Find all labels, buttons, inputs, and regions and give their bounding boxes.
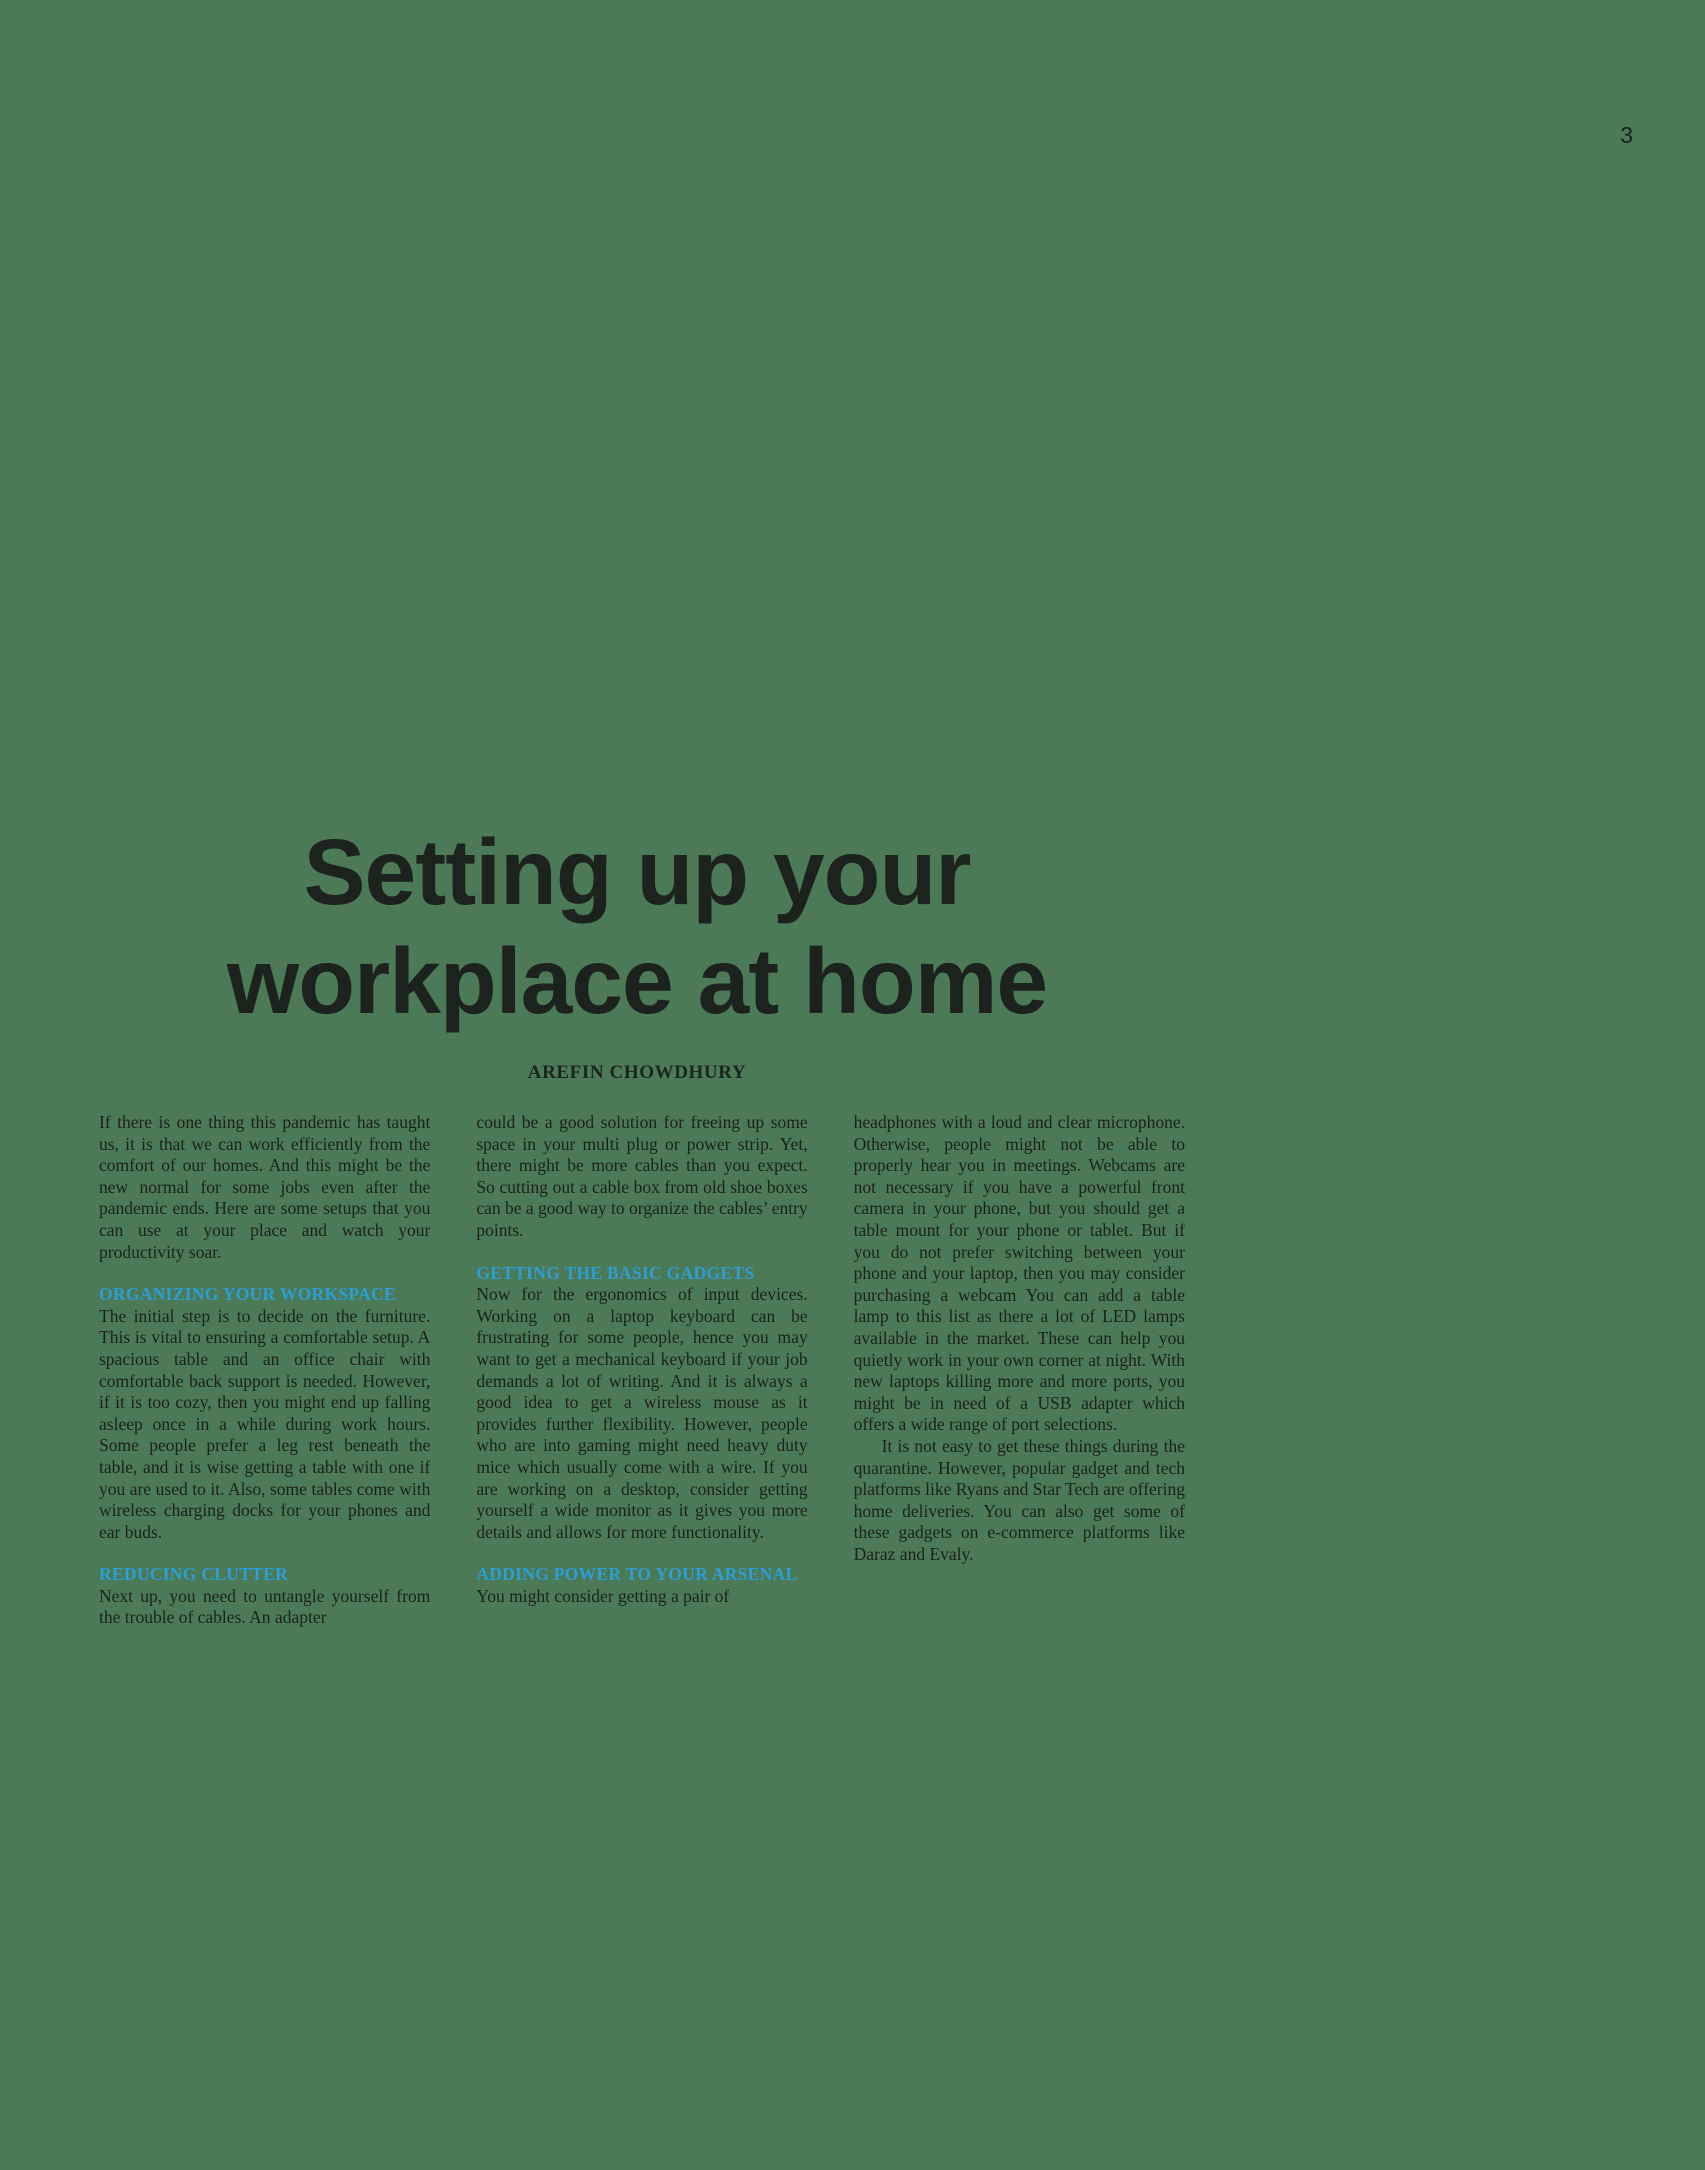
paragraph: It is not easy to get these things durin… [853,1435,1185,1564]
section-heading-getting-the-basic-gadgets: GETTING THE BASIC GADGETS [476,1262,755,1283]
paragraph: The initial step is to decide on the fur… [99,1305,431,1542]
paragraph: Now for the ergonomics of input devices.… [476,1284,808,1542]
paragraph: Next up, you need to untangle yourself f… [99,1585,431,1628]
section-heading-adding-power-to-your-arsenal: ADDING POWER TO YOUR ARSENAL [476,1564,798,1585]
page-number: 3 [1620,122,1633,148]
article-title: Setting up your workplace at home [0,818,1274,1036]
article-title-line-1: Setting up your [303,820,972,924]
paragraph: could be a good solution for freeing up … [476,1112,808,1240]
column-2: could be a good solution for freeing up … [476,1112,807,1629]
paragraph: You might consider getting a pair of [476,1585,730,1606]
section-heading-reducing-clutter: REDUCING CLUTTER [99,1564,289,1585]
article-byline: AREFIN CHOWDHURY [527,1062,747,1083]
paragraph-intro: If there is one thing this pandemic has … [99,1112,431,1262]
section-heading-organizing-your-workspace: ORGANIZING YOUR WORKSPACE [99,1284,396,1305]
column-3: headphones with a loud and clear microph… [854,1112,1185,1629]
column-1: If there is one thing this pandemic has … [99,1112,430,1629]
paragraph: headphones with a loud and clear microph… [853,1112,1185,1435]
article-title-line-2: workplace at home [226,928,1048,1033]
article-body: If there is one thing this pandemic has … [99,1112,1185,1629]
